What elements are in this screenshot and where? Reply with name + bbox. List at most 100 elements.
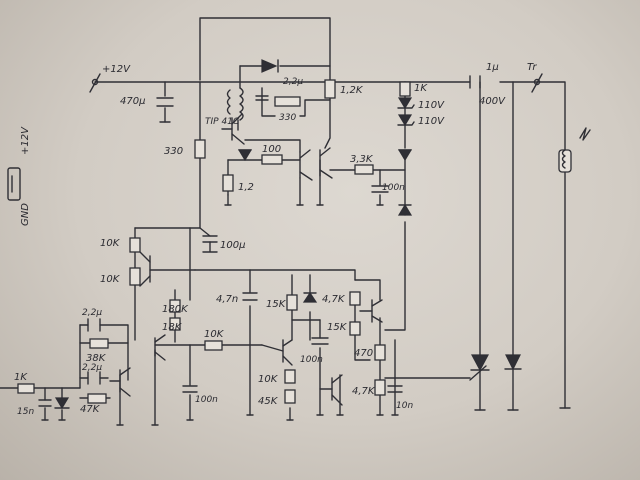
label-15k-b: 15K	[327, 322, 348, 333]
resistor-1-2	[222, 174, 234, 192]
resistor-18k	[169, 317, 181, 331]
capacitor-10n	[387, 385, 403, 393]
resistor-10k-d	[284, 369, 296, 384]
terminal-plus12v	[89, 73, 101, 93]
transistor-q2	[299, 149, 313, 181]
resistor-10k-a	[129, 237, 141, 253]
capacitor-2-2u-a	[255, 87, 269, 101]
label-2-2u-a: 2,2μ	[283, 77, 303, 87]
power-connector	[7, 167, 21, 201]
label-470: 470	[354, 348, 373, 359]
diode-feedback	[302, 291, 318, 303]
label-100n-a: 100n	[382, 183, 405, 193]
label-4-7n: 4,7n	[216, 294, 238, 305]
label-45k: 45K	[258, 396, 279, 407]
transistor-tip41c	[221, 113, 245, 145]
labels: +12V 470μ 330 TIP 41C 2,2μ 330 1,2K 1K 1…	[14, 62, 537, 417]
wires	[0, 17, 566, 426]
ground-marks	[41, 121, 571, 426]
capacitor-100u	[202, 235, 218, 253]
label-4-7k-b: 4,7K	[352, 386, 376, 397]
resistor-15k-b	[349, 321, 361, 336]
capacitor-4-7n	[242, 292, 258, 301]
label-15n: 15n	[17, 407, 34, 417]
zener-input	[54, 397, 70, 410]
resistor-1k-input	[17, 383, 35, 394]
label-tip41c: TIP 41C	[205, 117, 240, 127]
label-330b: 330	[279, 113, 296, 123]
capacitors	[38, 75, 481, 407]
zener-110v-b	[397, 114, 415, 127]
label-100: 100	[262, 144, 281, 155]
transistor-q7	[319, 374, 343, 406]
label-3-3k: 3,3K	[350, 154, 374, 165]
resistor-180k	[169, 299, 181, 313]
label-10k-b: 10K	[100, 274, 121, 285]
terminals	[89, 73, 543, 93]
transistor-q5	[154, 334, 166, 361]
transistor-q9	[109, 367, 131, 397]
label-side-gnd: GND	[20, 203, 31, 226]
diodes	[54, 59, 522, 410]
label-2-2u-c: 2,2μ	[82, 363, 102, 373]
resistor-15k-a	[286, 294, 298, 311]
resistor-100	[261, 154, 283, 165]
transistor-q3	[319, 147, 333, 179]
resistor-1-2k	[324, 79, 336, 99]
resistor-10k-c	[204, 340, 223, 351]
resistors	[17, 79, 572, 404]
label-38k: 38K	[86, 353, 107, 364]
resistor-330-b	[274, 96, 301, 107]
label-1k-input: 1K	[14, 372, 28, 383]
label-110v-a: 110V	[418, 100, 445, 111]
label-tr: Tr	[527, 62, 537, 73]
capacitor-1u	[469, 75, 481, 89]
label-1k-top: 1K	[414, 83, 428, 94]
diode-top	[261, 59, 279, 73]
label-15k-a: 15K	[266, 299, 287, 310]
label-330a: 330	[164, 146, 183, 157]
label-110v-b: 110V	[418, 116, 445, 127]
label-470u: 470μ	[120, 96, 145, 107]
resistor-45k	[284, 389, 296, 404]
transistor-q8	[359, 299, 383, 323]
label-1u: 1μ	[486, 62, 499, 73]
label-side-plus12v: +12V	[20, 126, 31, 155]
diode-output	[504, 354, 522, 371]
label-10n: 10n	[396, 401, 413, 411]
thyristor	[469, 354, 490, 381]
spark-gap-coil	[561, 127, 591, 169]
label-100n-c: 100n	[300, 355, 323, 365]
capacitor-100n-b	[182, 385, 198, 393]
label-180k: 180K	[162, 304, 189, 315]
transistors	[109, 113, 383, 406]
terminal-tr	[531, 73, 543, 93]
resistor-47k	[87, 393, 107, 404]
diode-mid	[397, 149, 413, 162]
capacitor-15n	[38, 399, 52, 407]
resistor-1k-top	[399, 81, 411, 97]
label-2-2u-b: 2,2μ	[82, 308, 102, 318]
label-1-2: 1,2	[238, 182, 254, 193]
transistor-q4	[139, 251, 151, 287]
capacitor-100n-a	[371, 185, 389, 193]
label-10k-d: 10K	[258, 374, 279, 385]
label-100n-b: 100n	[195, 395, 218, 405]
capacitor-470u	[156, 97, 174, 107]
label-10k-a: 10K	[100, 238, 121, 249]
resistor-4-7k-b	[374, 379, 386, 396]
label-plus12v: +12V	[102, 64, 131, 75]
resistor-38k	[89, 338, 109, 349]
label-4-7k-a: 4,7K	[322, 294, 346, 305]
resistor-3-3k	[354, 164, 374, 175]
resistor-470	[374, 344, 386, 361]
capacitor-2-2u-b	[87, 318, 101, 332]
diode-low	[397, 203, 413, 216]
label-18k: 18K	[162, 322, 183, 333]
transformer	[226, 87, 244, 121]
diode-tr-base	[237, 149, 253, 162]
transistor-q6	[261, 339, 293, 366]
label-1-2k: 1,2K	[340, 85, 364, 96]
